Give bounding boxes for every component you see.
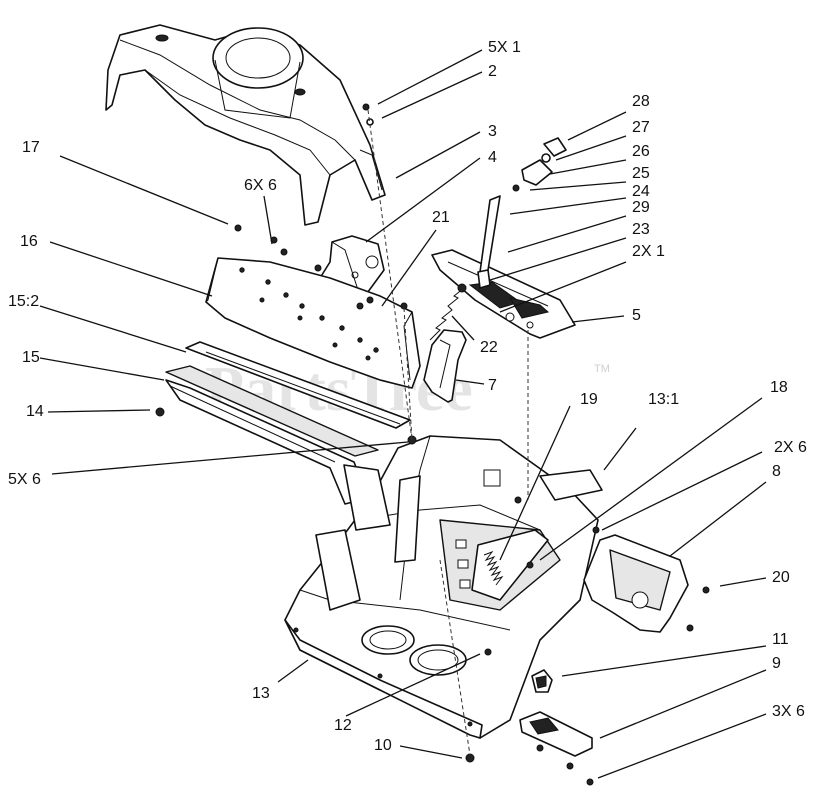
callout-5x1: 5X 1 <box>488 39 521 56</box>
chute-bracket-part <box>105 24 386 226</box>
leader-lines <box>39 49 767 779</box>
callout-22: 22 <box>480 339 498 356</box>
main-housing-part <box>284 435 599 739</box>
callout-3x6: 3X 6 <box>772 703 805 720</box>
callout-2x1: 2X 1 <box>632 243 665 260</box>
shift-lever-part <box>477 137 567 289</box>
scraper-blade-part <box>165 365 379 505</box>
watermark-trademark: TM <box>594 363 610 375</box>
callout-16: 16 <box>20 233 38 250</box>
callout-21: 21 <box>432 209 450 226</box>
callout-14: 14 <box>26 403 44 420</box>
callout-18: 18 <box>770 379 788 396</box>
strip-part <box>185 341 411 429</box>
callout-25: 25 <box>632 165 650 182</box>
callout-11: 11 <box>772 631 789 648</box>
callout-5: 5 <box>632 307 641 324</box>
callout-3: 3 <box>488 123 497 140</box>
housing-top-block <box>539 469 603 501</box>
callout-19: 19 <box>580 391 598 408</box>
callout-2x6: 2X 6 <box>774 439 807 456</box>
bracket-plate-part <box>519 711 594 786</box>
alignment-lines <box>367 109 529 756</box>
callout-2: 2 <box>488 63 497 80</box>
callout-4: 4 <box>488 149 497 166</box>
callout-12: 12 <box>334 717 352 734</box>
callout-26: 26 <box>632 143 650 160</box>
main-plate-part <box>205 257 421 389</box>
side-strip-part <box>423 329 467 403</box>
callout-27: 27 <box>632 119 650 136</box>
callout-15-2: 15:2 <box>8 293 39 310</box>
knob-part <box>531 669 553 693</box>
callout-28: 28 <box>632 93 650 110</box>
callout-10: 10 <box>374 737 392 754</box>
callout-13: 13 <box>252 685 270 702</box>
callout-15: 15 <box>22 349 40 366</box>
callout-29: 29 <box>632 199 650 216</box>
callout-20: 20 <box>772 569 790 586</box>
callout-17: 17 <box>22 139 40 156</box>
callout-13-1: 13:1 <box>648 391 679 408</box>
callout-24: 24 <box>632 183 650 200</box>
plate-holes <box>239 267 379 361</box>
spring-plate-part <box>471 529 549 601</box>
shift-panel-part <box>431 249 576 339</box>
callout-23: 23 <box>632 221 650 238</box>
callout-labels: 5X 1 2 3 4 17 6X 6 16 21 15:2 15 14 5X 6… <box>8 39 807 754</box>
side-guard-part <box>583 534 710 633</box>
callout-9: 9 <box>772 655 781 672</box>
bolt-part-1 <box>362 103 370 111</box>
callout-5x6: 5X 6 <box>8 471 41 488</box>
callout-6x6: 6X 6 <box>244 177 277 194</box>
spring-part <box>429 283 467 341</box>
callout-8: 8 <box>772 463 781 480</box>
callout-7: 7 <box>488 377 497 394</box>
